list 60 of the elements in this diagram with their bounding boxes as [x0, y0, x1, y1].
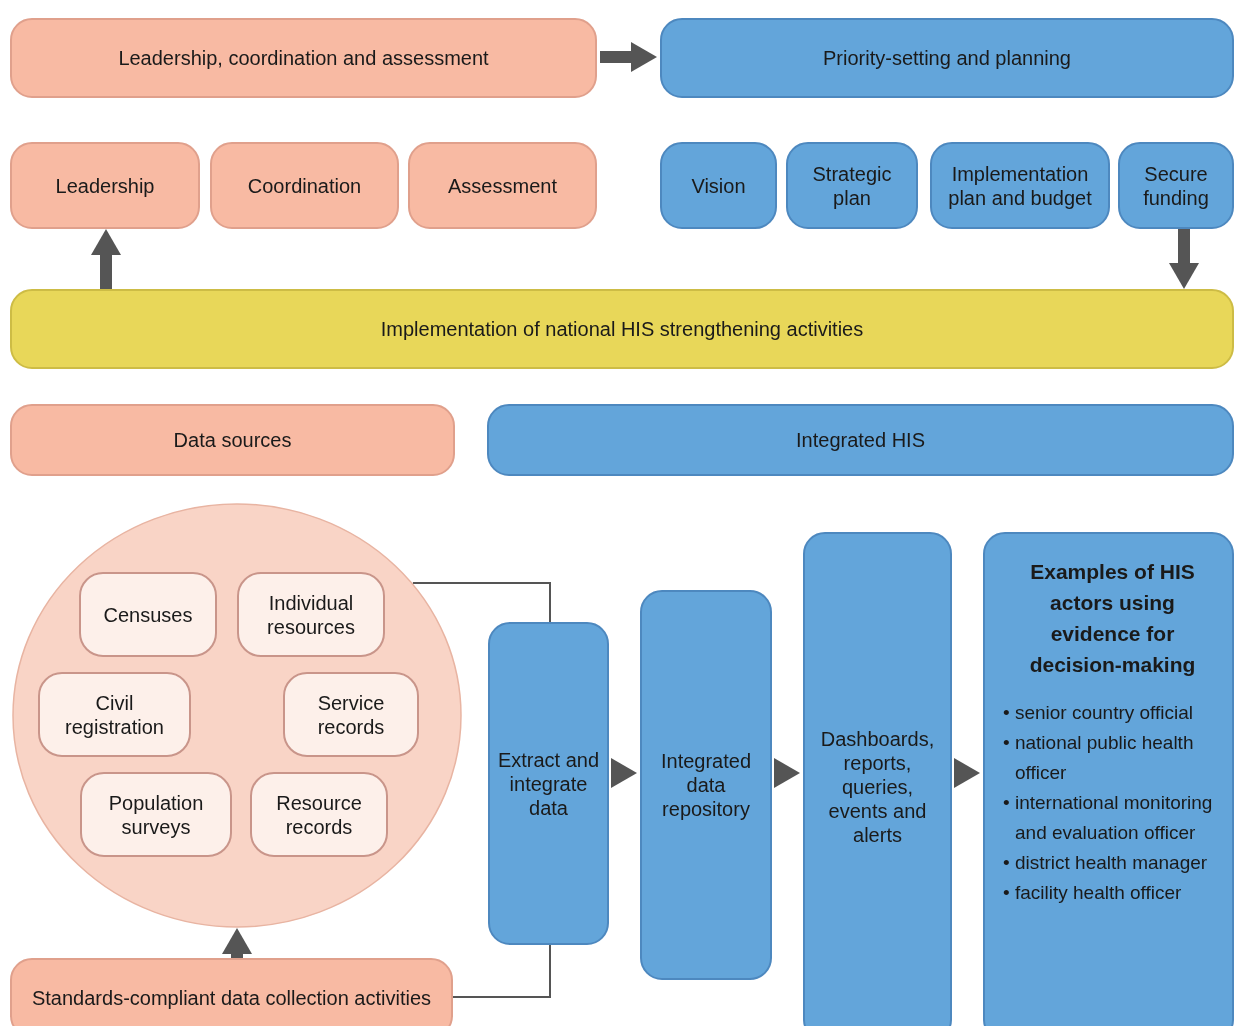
data-source-box — [38, 672, 191, 757]
arrow — [774, 758, 800, 788]
box-label: Vision — [690, 173, 747, 198]
connector-line — [411, 582, 551, 623]
box-label: Integrated data repository — [659, 749, 753, 821]
data-source-box — [237, 572, 385, 657]
process-box — [10, 958, 453, 1026]
data-source-box — [283, 672, 419, 757]
box-label: Population surveys — [107, 790, 205, 839]
box-label: Assessment — [447, 173, 558, 198]
box-label: Resource records — [275, 790, 363, 839]
box-label: Service records — [316, 690, 386, 739]
process-box — [487, 404, 1234, 476]
list-item: • district health manager — [1003, 851, 1209, 875]
process-box — [640, 590, 772, 980]
box-label: Data sources — [172, 428, 293, 452]
data-source-box — [79, 572, 217, 657]
list-item: • facility health officer — [1003, 881, 1183, 905]
box-label: Implementation of national HIS strengthening activities — [379, 317, 865, 341]
box-label: Censuses — [102, 602, 194, 627]
process-box — [10, 404, 455, 476]
box-label: Secure funding — [1142, 161, 1210, 210]
arrow — [600, 42, 657, 72]
process-box — [786, 142, 918, 229]
box-label: Leadership — [54, 173, 156, 198]
data-source-box — [80, 772, 232, 857]
arrow — [222, 928, 252, 958]
box-label: Leadership, coordination and assessment — [117, 46, 490, 70]
box-label: Civil registration — [64, 690, 165, 739]
box-label: Extract and integrate data — [496, 747, 601, 820]
box-label: Strategic plan — [811, 161, 893, 210]
connector-line — [452, 944, 551, 998]
list-item: • international monitoring and evaluation officer — [1003, 791, 1214, 845]
process-box — [803, 532, 952, 1026]
box-label: Standards-compliant data collection activities — [30, 986, 433, 1010]
process-box — [660, 18, 1234, 98]
arrow — [954, 758, 980, 788]
arrow — [611, 758, 637, 788]
process-box — [210, 142, 399, 229]
process-box — [408, 142, 597, 229]
box-label: Dashboards, reports, queries, events and alerts — [819, 727, 936, 847]
process-box — [660, 142, 777, 229]
list-item: • senior country official — [1003, 701, 1195, 725]
process-box — [1118, 142, 1234, 229]
box-heading: Examples of HIS actors using evidence for decision-making — [1028, 559, 1197, 678]
process-box — [930, 142, 1110, 229]
box-label: Priority-setting and planning — [822, 46, 1072, 70]
process-box — [488, 622, 609, 945]
process-box — [10, 142, 200, 229]
box-label: Integrated HIS — [795, 428, 926, 452]
process-box — [10, 18, 597, 98]
arrow — [91, 229, 121, 289]
arrow — [1169, 229, 1199, 289]
box-label: Implementation plan and budget — [947, 161, 1093, 210]
process-box — [983, 532, 1234, 1026]
list-item: • national public health officer — [1003, 731, 1195, 785]
process-box — [10, 289, 1234, 369]
box-label: Coordination — [246, 173, 363, 198]
box-label: Individual resources — [266, 590, 356, 639]
data-source-box — [250, 772, 388, 857]
